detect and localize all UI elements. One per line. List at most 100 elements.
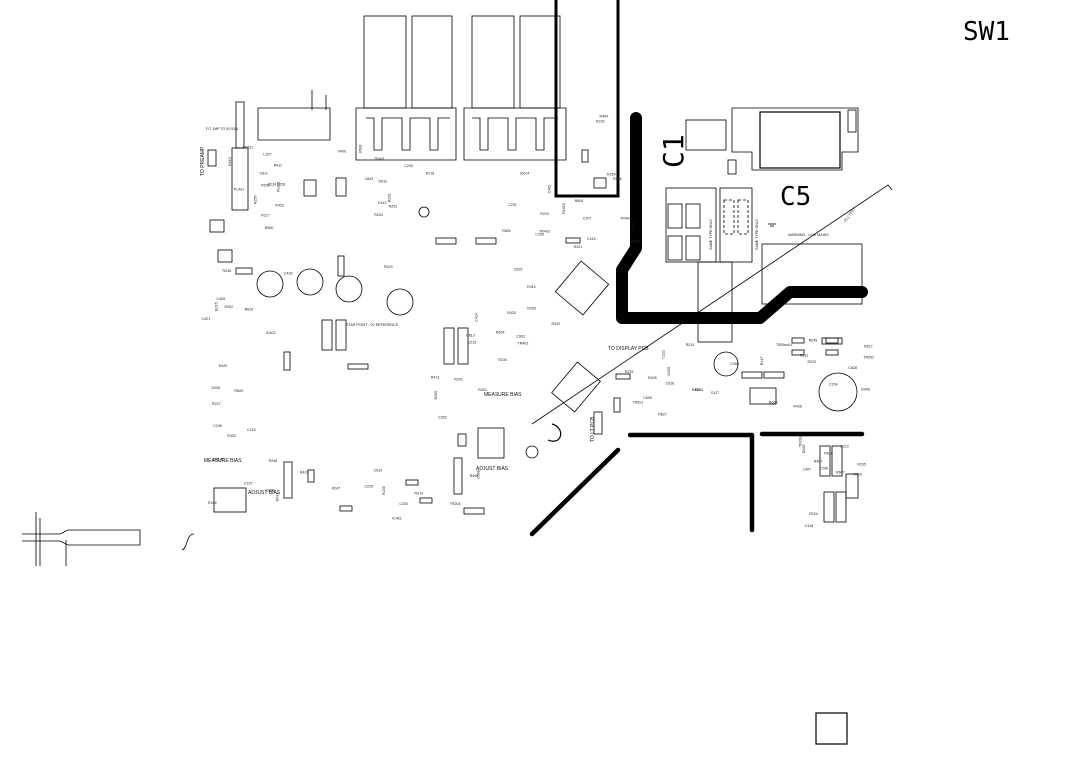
ref-label: C409 <box>217 297 226 301</box>
ref-label: R408 <box>470 474 479 478</box>
ref-label: R410 <box>228 157 232 166</box>
ref-label: C430 <box>399 502 408 506</box>
ref-label: TR401 <box>374 157 385 161</box>
ref-label: C228 <box>277 182 286 186</box>
ref-label: R606 <box>769 401 778 405</box>
ref-label: R420 <box>219 364 228 368</box>
ref-label: C406 <box>730 362 739 366</box>
ref-label: IC402 <box>266 331 276 335</box>
ref-label: R217 <box>261 214 270 218</box>
ref-label: SK621 <box>243 146 254 150</box>
ref-label: C249 <box>213 424 222 428</box>
ref-label: R618 <box>824 452 833 456</box>
ref-label: C237 <box>244 482 253 486</box>
ref-label: C616 <box>666 381 675 385</box>
ref-label: R601 <box>359 144 363 153</box>
ref-label: R251 <box>389 204 398 208</box>
note-to-preamp: TO PREAMP <box>200 146 206 176</box>
ref-label: PL622 <box>277 181 281 191</box>
ref-label: TR203 <box>799 436 803 447</box>
thin-diagonal-line <box>531 184 893 425</box>
ref-label: D613 <box>466 334 475 338</box>
ref-label: TR404 <box>620 217 631 221</box>
note-to-lt-pcb: TO LT PCB <box>590 416 596 442</box>
ref-label: R238 <box>223 269 232 273</box>
note-same-type-1: SAME TYPE ONLY <box>709 218 713 250</box>
ref-label: C243 <box>631 222 635 231</box>
ref-label: R423 <box>384 265 393 269</box>
left-preamp-components <box>207 101 539 515</box>
ref-label: D629 <box>802 445 806 454</box>
ref-label: C625 <box>514 268 523 272</box>
ref-label: R624 <box>496 331 505 335</box>
bracket-outline <box>22 512 195 566</box>
ref-label: C216 <box>247 428 256 432</box>
ref-label: R401 <box>338 150 347 154</box>
ref-label: R239 <box>268 183 277 187</box>
note-to-display-pcb: TO DISPLAY PCB <box>608 346 649 352</box>
ref-label: R429 <box>853 473 862 477</box>
ref-label: R247 <box>332 487 341 491</box>
ref-label: R431 <box>276 493 280 502</box>
ref-label: R603 <box>502 229 511 233</box>
ref-label: C240 <box>404 164 413 168</box>
note-measure-bias-left: MEASURE BIAS <box>204 458 242 464</box>
ref-label: R432 <box>227 434 236 438</box>
ref-label: C427 <box>711 391 720 395</box>
ref-label: R253 <box>527 307 536 311</box>
heavy-trace-main <box>616 112 868 324</box>
ref-label: TR201 <box>633 401 644 405</box>
ref-label: R626 <box>631 240 640 244</box>
trace-lower-right <box>627 432 755 533</box>
ref-label: C619 <box>374 469 383 473</box>
note-warning-mains: WARNING - LIVE MAINS <box>788 233 829 237</box>
ref-label: R232 <box>596 120 605 124</box>
ref-label: SK620 <box>213 457 224 461</box>
ref-label: R218 <box>426 172 435 176</box>
ref-label: C415 <box>587 237 596 241</box>
ref-label: C403 <box>548 185 552 194</box>
note-adjust-bias-left: ADJUST BIAS <box>248 490 281 496</box>
ref-label: R245 <box>809 339 818 343</box>
relay-blocks <box>257 15 567 161</box>
ref-label: C418 <box>805 524 814 528</box>
ref-label: R241 <box>454 377 463 381</box>
ref-label: R230 <box>498 358 507 362</box>
component-reference-labels: R202R203R204R205C206C207R210R211C212R214… <box>202 114 875 528</box>
c5-label: C5 <box>780 182 811 212</box>
connector-outline-tall <box>554 0 620 198</box>
ref-label: IC614 <box>520 171 530 175</box>
ref-label: C231 <box>508 203 517 207</box>
ref-label: TR204 <box>450 502 461 506</box>
ref-label: C207 <box>583 216 592 220</box>
ref-label: R204 <box>374 213 383 217</box>
sw1-label: SW1 <box>963 17 1010 47</box>
ref-label: IC401 <box>392 517 402 521</box>
ref-label: R248 <box>269 459 278 463</box>
ref-label: C252 <box>438 415 447 419</box>
ref-label: RL615 <box>562 203 566 214</box>
note-star-point: STAR POINT - 0V REFERENCE <box>346 323 399 327</box>
note-measure-bias-mid: MEASURE BIAS <box>484 392 522 398</box>
ref-label: C234 <box>829 382 838 386</box>
ref-label: R223 <box>808 360 817 364</box>
ref-label: C608 <box>476 470 480 479</box>
ref-label: R425 <box>507 311 516 315</box>
ref-label: R236 <box>382 486 386 495</box>
ref-label: R221 <box>574 245 583 249</box>
ref-label: R244 <box>695 388 704 392</box>
ref-label: C424 <box>475 313 479 322</box>
ref-label: R233 <box>625 370 634 374</box>
ref-label: R405 <box>648 376 657 380</box>
ref-label: C433 <box>284 271 293 275</box>
ref-label: C222 <box>662 350 666 359</box>
ref-label: R226 <box>208 501 217 505</box>
ref-label: R417 <box>760 357 764 366</box>
ref-label: R227 <box>212 402 221 406</box>
ref-label: R610 <box>245 308 254 312</box>
ref-label: C412 <box>378 201 387 205</box>
ref-label: R413 <box>431 376 440 380</box>
ref-label: R250 <box>253 195 257 204</box>
ref-label: L407 <box>803 468 811 472</box>
